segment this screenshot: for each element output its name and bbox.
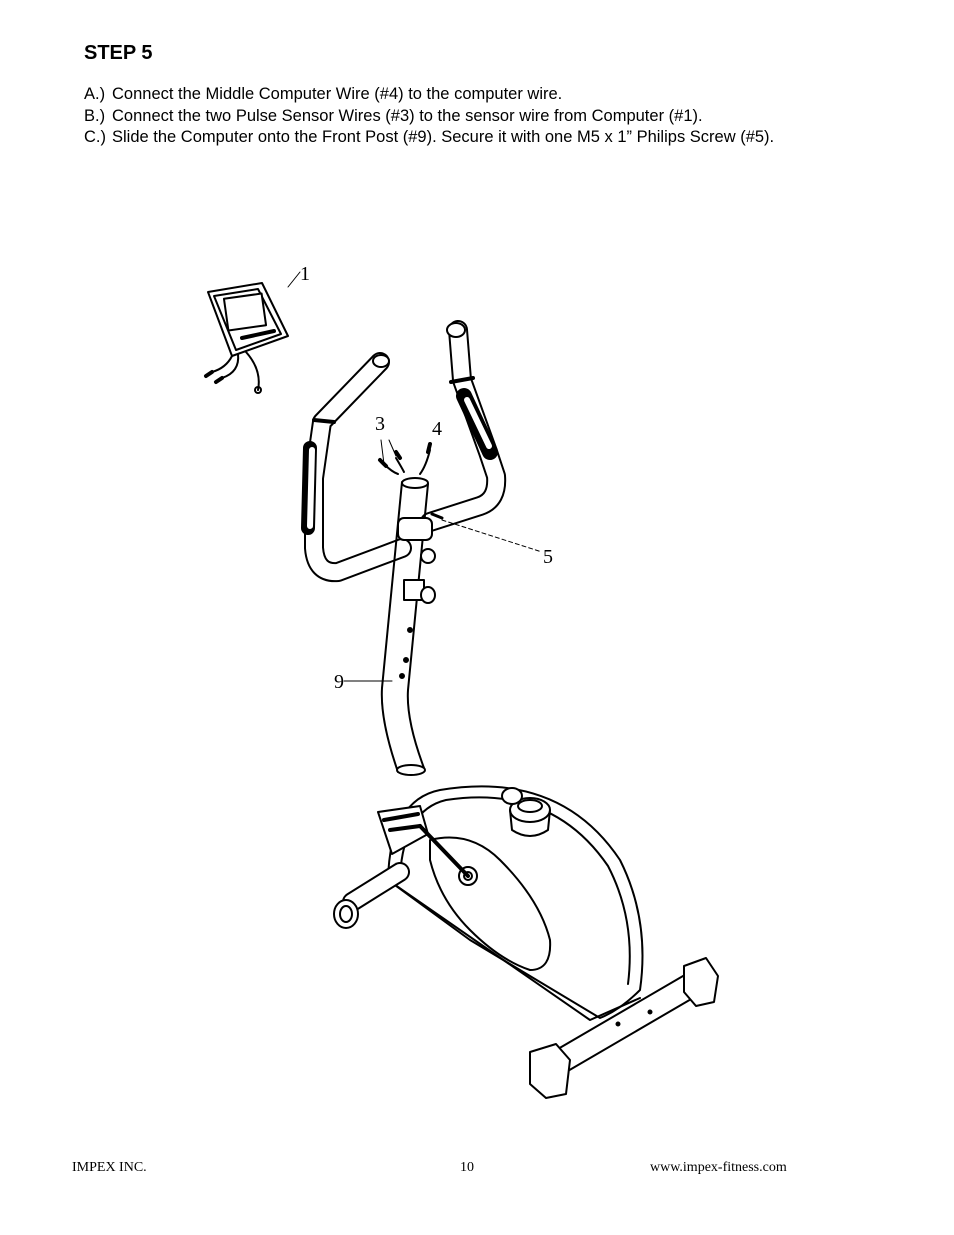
instruction-item: B.) Connect the two Pulse Sensor Wires (…	[84, 106, 844, 128]
leader-line	[287, 271, 301, 288]
front-stabilizer	[333, 862, 410, 929]
instruction-item: C.) Slide the Computer onto the Front Po…	[84, 127, 844, 149]
footer-page-number: 10	[460, 1160, 474, 1175]
instruction-list: A.) Connect the Middle Computer Wire (#4…	[84, 84, 844, 149]
handlebar	[301, 320, 507, 583]
footer-company: IMPEX INC.	[72, 1160, 147, 1175]
screw	[430, 512, 444, 520]
bike-body	[377, 785, 644, 1021]
instruction-item: A.) Connect the Middle Computer Wire (#4…	[84, 84, 844, 106]
footer-website: www.impex-fitness.com	[650, 1160, 787, 1175]
rear-stabilizer	[529, 957, 719, 1099]
callout-front-post: 9	[334, 671, 344, 693]
instruction-text: Slide the Computer onto the Front Post (…	[112, 128, 775, 146]
instruction-text: Connect the two Pulse Sensor Wires (#3) …	[112, 106, 703, 125]
callout-computer: 1	[300, 263, 310, 285]
computer-console	[204, 282, 289, 394]
instruction-text: Connect the Middle Computer Wire (#4) to…	[112, 85, 563, 103]
instruction-marker: C.)	[84, 128, 106, 146]
sensor-wires	[378, 439, 432, 475]
callout-screw: 5	[543, 546, 553, 568]
instruction-marker: A.)	[84, 85, 106, 103]
callout-pulse-wires: 3	[375, 413, 385, 435]
front-post	[380, 477, 436, 776]
callout-computer-wire: 4	[432, 418, 442, 440]
exercise-bike-assembly-diagram: 1 9	[204, 263, 719, 1099]
step-title: STEP 5	[84, 42, 153, 64]
leader-line	[441, 519, 543, 553]
instruction-marker: B.)	[84, 106, 106, 125]
